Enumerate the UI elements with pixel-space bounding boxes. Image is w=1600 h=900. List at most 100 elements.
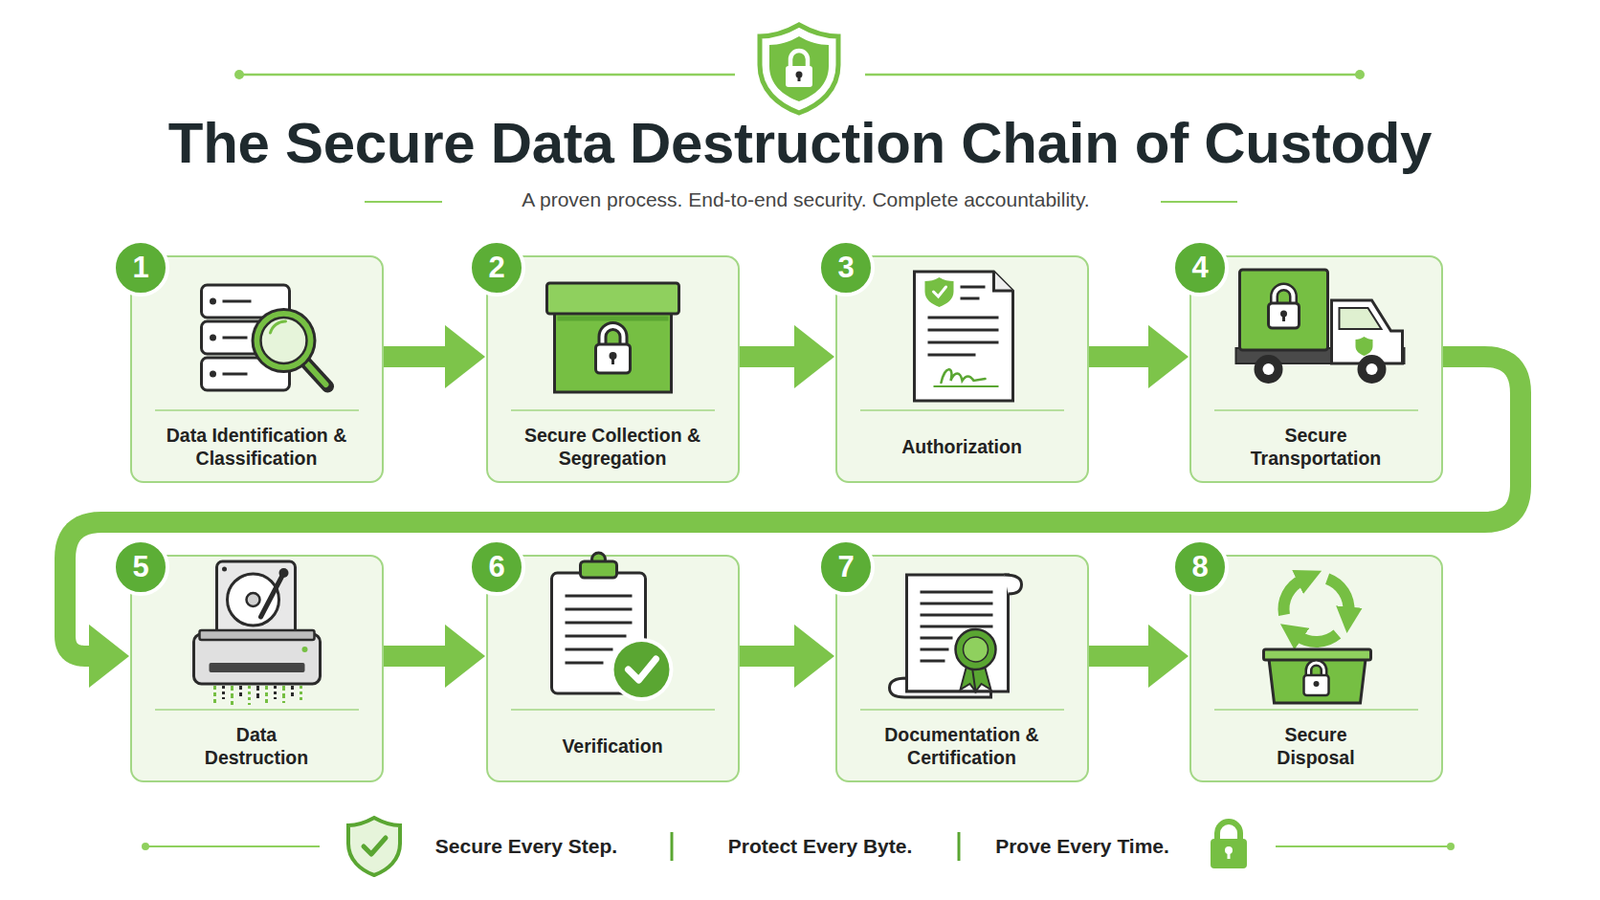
server-search-icon bbox=[222, 300, 252, 304]
shredder-icon bbox=[209, 663, 306, 673]
signed-document-icon bbox=[928, 341, 1000, 345]
tagline: Protect Every Byte. bbox=[666, 831, 974, 863]
clipboard-check-icon bbox=[610, 638, 674, 702]
step-label: Secure Collection & Segregation bbox=[499, 414, 727, 480]
shredder-icon bbox=[279, 568, 289, 578]
truck-icon bbox=[1332, 300, 1403, 364]
lock-icon bbox=[1217, 822, 1241, 842]
signed-document-icon bbox=[933, 287, 947, 297]
locked-box-icon bbox=[547, 283, 680, 393]
recycle-bin-icon bbox=[1327, 578, 1349, 613]
signed-document-icon bbox=[941, 369, 986, 383]
shredder-icon bbox=[246, 593, 261, 607]
box-divider bbox=[1214, 709, 1419, 712]
shredder-icon bbox=[299, 686, 303, 704]
server-search-icon bbox=[251, 308, 317, 374]
certificate-icon bbox=[889, 575, 1023, 698]
header-rule bbox=[865, 73, 1360, 77]
box-divider bbox=[860, 709, 1065, 712]
server-search-icon bbox=[222, 336, 248, 340]
step-number: 1 bbox=[111, 239, 170, 297]
server-search-icon bbox=[209, 298, 217, 306]
box-divider bbox=[155, 709, 359, 712]
signed-document-icon bbox=[960, 297, 980, 301]
footer-rule bbox=[141, 843, 150, 851]
process-step: 1Data Identification & Classification bbox=[130, 255, 384, 484]
footer-rule bbox=[957, 832, 961, 862]
truck-icon bbox=[1280, 311, 1288, 318]
certificate-icon bbox=[972, 661, 992, 692]
truck-icon bbox=[1274, 287, 1294, 305]
clipboard-check-icon bbox=[565, 662, 604, 666]
clipboard-check-icon bbox=[592, 553, 606, 567]
shield-check-icon bbox=[363, 838, 386, 855]
clipboard-check-icon bbox=[565, 622, 633, 625]
recycle-bin-icon bbox=[1309, 663, 1325, 677]
header-rule bbox=[1355, 69, 1365, 80]
step-label: Documentation & Certification bbox=[848, 713, 1076, 779]
shredder-icon bbox=[217, 561, 296, 652]
shield-lock-icon bbox=[759, 24, 839, 113]
recycle-bin-icon bbox=[1313, 681, 1320, 688]
certificate-icon bbox=[920, 625, 994, 629]
caption-rule bbox=[364, 200, 443, 203]
shredder-icon bbox=[194, 561, 321, 706]
signed-document-icon bbox=[928, 329, 1000, 333]
clipboard-check-icon bbox=[628, 659, 657, 681]
recycle-bin-icon bbox=[1264, 578, 1372, 704]
certificate-icon bbox=[955, 629, 997, 670]
shredder-icon bbox=[230, 686, 234, 706]
truck-icon bbox=[1274, 287, 1294, 305]
server-search-icon bbox=[209, 371, 217, 378]
signed-document-icon bbox=[914, 271, 1014, 401]
lock-icon bbox=[1227, 850, 1231, 860]
shredder-icon bbox=[265, 686, 268, 706]
process-step: 8Secure Disposal bbox=[1189, 555, 1444, 783]
flow-arrow bbox=[383, 645, 445, 667]
process-step: 6Verification bbox=[486, 555, 740, 783]
truck-icon bbox=[1254, 355, 1284, 384]
shield-check-icon bbox=[348, 818, 400, 876]
shield-lock-icon bbox=[785, 66, 813, 88]
clipboard-check-icon bbox=[565, 595, 633, 599]
flow-arrow bbox=[739, 346, 795, 368]
process-step: 3Authorization bbox=[835, 255, 1089, 484]
signed-document-icon bbox=[914, 271, 1014, 401]
shredder-icon bbox=[273, 686, 277, 700]
flow-arrow bbox=[1088, 346, 1149, 368]
step-number: 6 bbox=[467, 538, 526, 597]
recycle-bin-icon bbox=[1309, 663, 1325, 677]
locked-box-icon bbox=[557, 316, 669, 322]
certificate-icon bbox=[920, 602, 994, 606]
step-number: 5 bbox=[111, 538, 170, 597]
step-number: 8 bbox=[1171, 538, 1229, 597]
certificate-icon bbox=[920, 660, 946, 664]
shredder-icon bbox=[200, 630, 315, 641]
signed-document-icon bbox=[928, 287, 1000, 356]
step-number: 3 bbox=[817, 239, 875, 297]
signed-document-icon bbox=[960, 286, 986, 289]
shredder-icon bbox=[194, 634, 321, 685]
shredder-icon bbox=[239, 686, 243, 700]
box-divider bbox=[860, 409, 1065, 412]
server-search-icon bbox=[261, 317, 308, 364]
footer-rule bbox=[1446, 843, 1455, 851]
certificate-icon bbox=[960, 661, 980, 692]
clipboard-check-icon bbox=[565, 608, 633, 612]
locked-box-icon bbox=[602, 326, 624, 347]
shield-lock-icon bbox=[796, 71, 803, 79]
clipboard-check-icon bbox=[565, 596, 633, 664]
box-divider bbox=[511, 409, 715, 412]
shredder-icon bbox=[290, 686, 294, 700]
server-search-icon bbox=[201, 321, 290, 355]
shredder-icon bbox=[285, 642, 290, 647]
recycle-bin-icon bbox=[1304, 675, 1330, 696]
step-label: Secure Disposal bbox=[1263, 713, 1369, 779]
shield-lock-icon bbox=[769, 36, 829, 102]
footer-rule bbox=[141, 832, 1455, 862]
flow-arrow bbox=[1088, 645, 1149, 667]
certificate-icon bbox=[1004, 575, 1023, 595]
lock-icon bbox=[1224, 846, 1233, 855]
certificate-icon bbox=[920, 614, 994, 618]
